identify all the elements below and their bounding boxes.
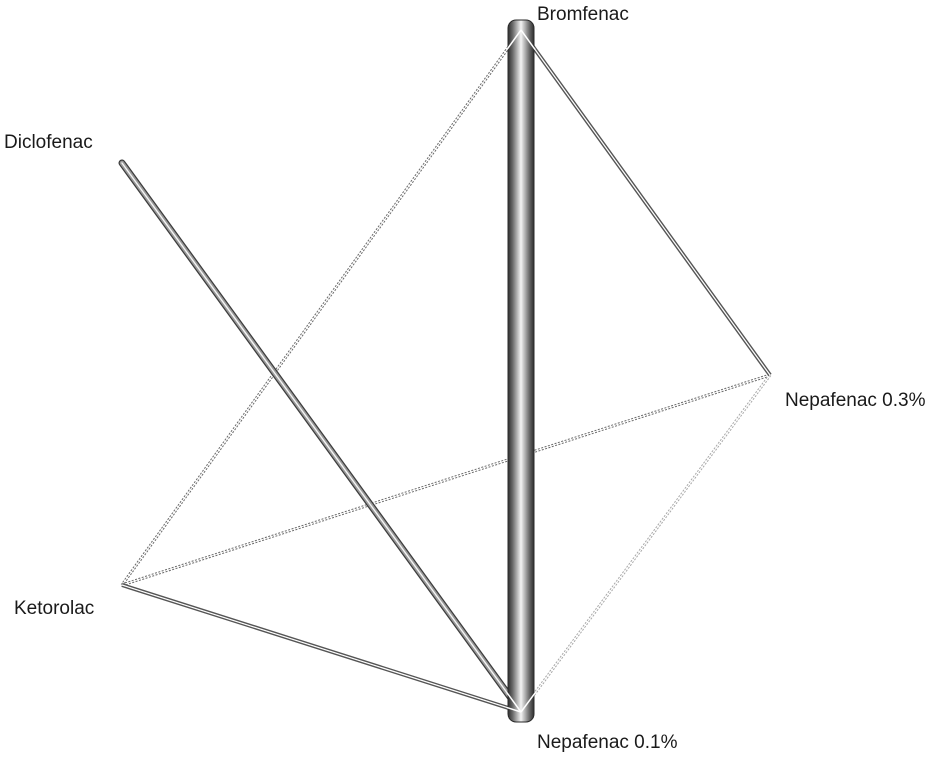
node-label-diclofenac: Diclofenac [4, 132, 93, 153]
edge-ketorolac-nepafenac03 [121, 373, 771, 587]
edge-bromfenac-ketorolac [120, 29, 523, 586]
edge-nepafenac03-nepafenac01 [519, 374, 772, 713]
edges-layer [118, 19, 772, 723]
node-label-ketorolac: Ketorolac [14, 598, 95, 619]
node-label-nepafenac01: Nepafenac 0.1% [537, 732, 678, 753]
edge-ketorolac-nepafenac01 [121, 583, 522, 714]
tube-overlay [506, 29, 536, 713]
edge-bromfenac-nepafenac03 [519, 28, 772, 377]
edge-diclofenac-nepafenac01 [118, 159, 525, 716]
node-label-nepafenac03: Nepafenac 0.3% [785, 390, 926, 411]
edge-bromfenac-nepafenac01 [507, 19, 535, 723]
node-label-bromfenac: Bromfenac [537, 4, 629, 25]
